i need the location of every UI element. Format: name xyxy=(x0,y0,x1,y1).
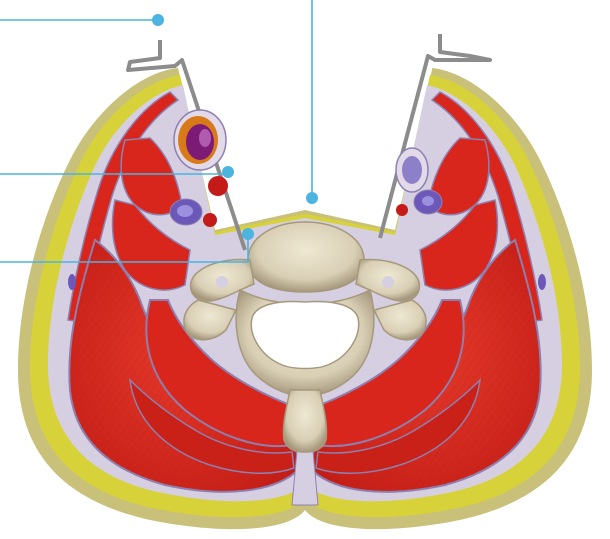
external-jugular-right xyxy=(538,274,546,290)
leader-dot-3 xyxy=(222,166,234,178)
leader-dot-4 xyxy=(242,228,254,240)
carotid-artery-right xyxy=(396,204,408,216)
spinous-process xyxy=(283,390,326,452)
transverse-foramen-left xyxy=(216,276,228,288)
callout-2 xyxy=(306,0,318,204)
internal-jugular-vein-right xyxy=(402,156,422,184)
vertebral-body xyxy=(248,222,364,292)
leader-dot-1 xyxy=(152,14,164,26)
external-jugular-left xyxy=(68,274,76,290)
leader-dot-2 xyxy=(306,192,318,204)
carotid-artery-left xyxy=(203,213,217,227)
transverse-foramen-right xyxy=(382,276,394,288)
callout-1 xyxy=(0,14,164,26)
